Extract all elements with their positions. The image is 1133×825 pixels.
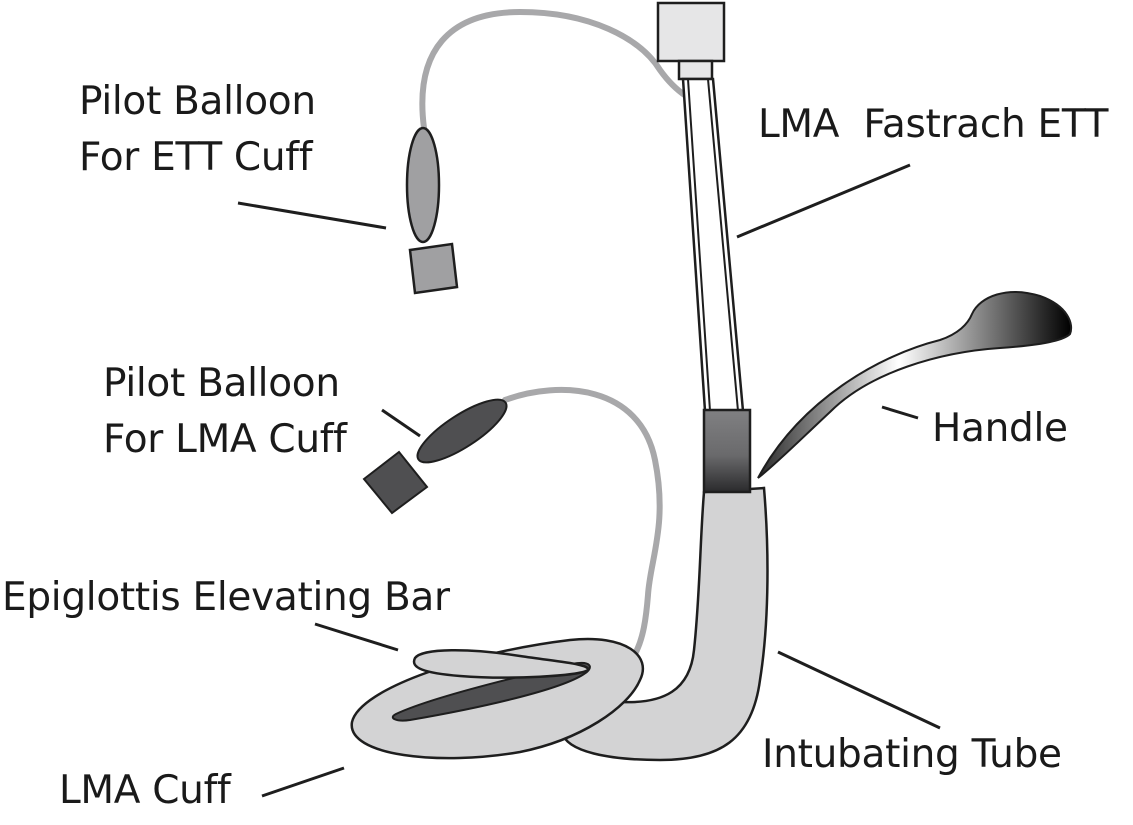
label-handle-text: Handle (932, 406, 1068, 451)
leader-intubating-tube (777, 650, 941, 730)
lma-pilot-valve (362, 450, 429, 515)
label-fastrach-ett: LMA Fastrach ETT (758, 97, 1109, 153)
ett-pilot-valve (408, 242, 459, 295)
label-fastrach-ett-text: LMA Fastrach ETT (758, 102, 1109, 147)
ett-connector (656, 1, 726, 63)
epiglottis-elevating-bar (412, 648, 590, 679)
leader-epiglottis-bar (314, 622, 399, 652)
label-epiglottis-bar: Epiglottis Elevating Bar (2, 570, 450, 626)
leader-lma-cuff (261, 766, 345, 798)
label-pilot-balloon-lma-line1: Pilot Balloon (103, 361, 340, 406)
label-intubating-tube: Intubating Tube (762, 727, 1062, 783)
lma-pilot-line (502, 387, 663, 655)
label-epiglottis-bar-text: Epiglottis Elevating Bar (2, 575, 450, 620)
label-pilot-balloon-lma-line2: For LMA Cuff (103, 417, 347, 462)
ett-connector-neck (677, 59, 714, 81)
leader-ett-pilot (237, 201, 387, 230)
label-intubating-tube-text: Intubating Tube (762, 732, 1062, 777)
label-lma-cuff: LMA Cuff (59, 763, 231, 819)
ett-pilot-balloon (405, 126, 441, 244)
label-pilot-balloon-ett-line2: For ETT Cuff (79, 135, 313, 180)
leader-fastrach-ett (736, 163, 911, 239)
label-lma-cuff-text: LMA Cuff (59, 768, 231, 813)
label-pilot-balloon-ett: Pilot Balloon For ETT Cuff (79, 74, 316, 186)
label-handle: Handle (932, 401, 1068, 457)
label-pilot-balloon-ett-line1: Pilot Balloon (79, 79, 316, 124)
leader-lma-pilot (381, 408, 421, 438)
leader-handle (881, 405, 919, 420)
handle-part (757, 291, 1073, 479)
ett-pilot-line (419, 8, 689, 131)
tube-collar (702, 408, 752, 494)
lma-pilot-balloon (416, 398, 508, 464)
label-pilot-balloon-lma: Pilot Balloon For LMA Cuff (103, 356, 347, 468)
